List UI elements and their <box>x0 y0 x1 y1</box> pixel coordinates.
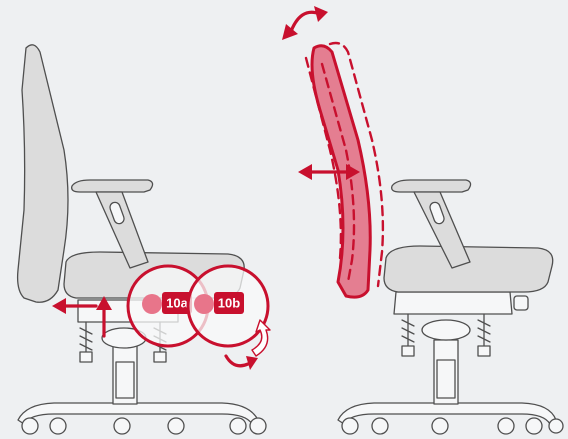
callout-10a-label: 10a <box>166 296 188 311</box>
right-chair-backrest <box>304 41 385 299</box>
left-chair-base <box>17 402 267 435</box>
callout-10b-label: 10b <box>218 296 240 311</box>
callout-10a-badge <box>162 292 192 314</box>
right-chair-column <box>433 339 459 405</box>
callout-10a: 10a <box>126 264 210 348</box>
right-chair-seat <box>383 245 554 293</box>
callout-10b-badge <box>214 292 244 314</box>
left-chair-armrest <box>71 179 154 269</box>
callout-10b: 10b <box>186 264 270 348</box>
seat-depth-arrow-icon <box>52 298 98 314</box>
right-chair-mechanism <box>393 291 529 357</box>
right-chair-armrest <box>391 179 472 269</box>
rotate-arrow-icon <box>224 354 258 370</box>
backrest-depth-double-arrow-icon <box>298 164 360 180</box>
rotate-outline-arrow-icon <box>251 319 271 357</box>
right-chair-base <box>337 402 564 435</box>
backrest-rotate-arrow-icon <box>282 6 328 40</box>
left-chair-backrest <box>16 44 69 303</box>
left-chair-column <box>112 343 138 405</box>
left-chair: 10a 10b <box>16 44 271 435</box>
right-chair <box>282 6 564 435</box>
seat-height-arrow-icon <box>96 296 112 338</box>
